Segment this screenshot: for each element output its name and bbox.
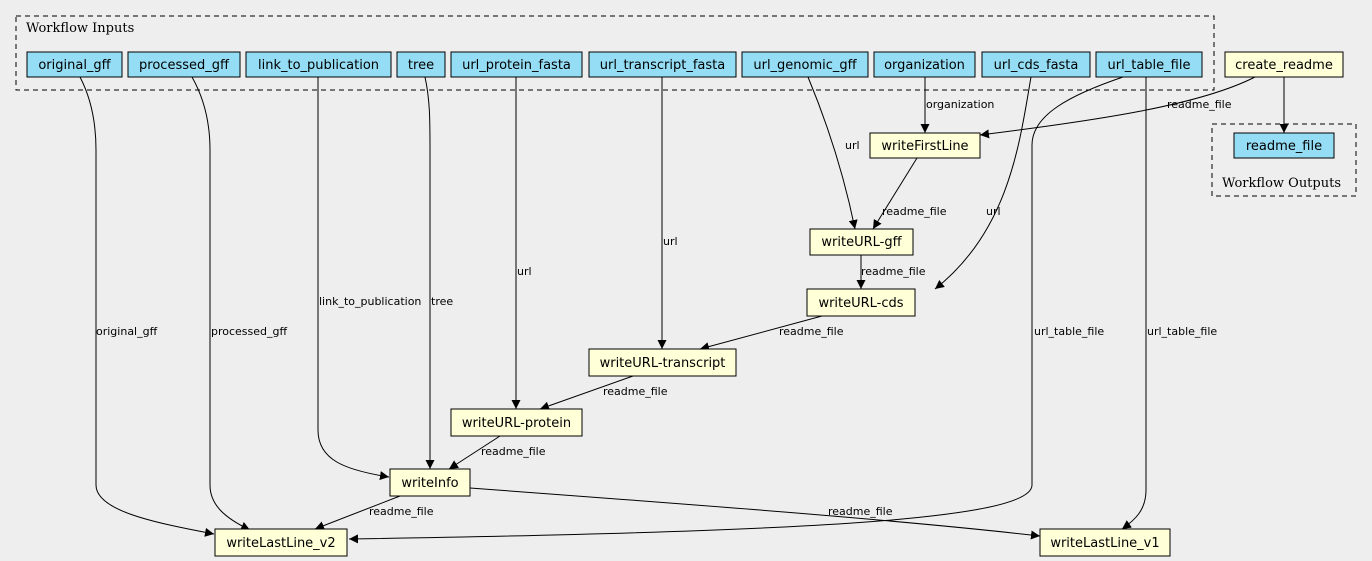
svg-text:writeFirstLine: writeFirstLine xyxy=(881,139,968,154)
input-url-protein-fasta[interactable]: url_protein_fasta xyxy=(450,51,583,78)
edge-label: organization xyxy=(926,98,994,111)
input-url-genomic-gff[interactable]: url_genomic_gff xyxy=(741,51,869,78)
step-writefirstline[interactable]: writeFirstLine xyxy=(869,132,981,159)
svg-text:original_gff: original_gff xyxy=(38,58,111,73)
edge-label: url xyxy=(986,205,1001,218)
input-organization[interactable]: organization xyxy=(873,51,976,78)
edge-label: url_table_file xyxy=(1034,325,1104,338)
input-url-transcript-fasta[interactable]: url_transcript_fasta xyxy=(588,51,737,78)
edge-label: url xyxy=(517,265,532,278)
svg-text:writeURL-transcript: writeURL-transcript xyxy=(600,356,726,371)
svg-text:tree: tree xyxy=(408,58,434,73)
svg-text:organization: organization xyxy=(884,58,965,73)
edge-processed-gff: processed_gff xyxy=(191,76,288,531)
edge-label: readme_file xyxy=(828,505,893,518)
step-writeurl-protein[interactable]: writeURL-protein xyxy=(450,408,583,437)
svg-text:writeInfo: writeInfo xyxy=(401,476,458,491)
edge-url-transcript-fasta: url xyxy=(657,77,678,349)
edge-label: link_to_publication xyxy=(319,295,421,308)
svg-text:link_to_publication: link_to_publication xyxy=(258,58,379,73)
svg-text:writeURL-cds: writeURL-cds xyxy=(818,296,903,311)
svg-text:writeLastLine_v2: writeLastLine_v2 xyxy=(226,536,335,551)
edge-label: readme_file xyxy=(861,265,926,278)
edge-create-readme-writefirstline: readme_file xyxy=(979,76,1256,139)
edge-label: readme_file xyxy=(1167,98,1232,111)
edge-label: readme_file xyxy=(779,325,844,338)
svg-text:url_protein_fasta: url_protein_fasta xyxy=(462,58,571,73)
svg-text:create_readme: create_readme xyxy=(1235,58,1333,73)
edge-url-protein-fasta: url xyxy=(511,77,532,409)
svg-text:readme_file: readme_file xyxy=(1246,139,1322,154)
edge-original-gff: original_gff xyxy=(79,76,215,537)
edge-writeurl-protein-writeinfo: readme_file xyxy=(448,435,546,470)
step-writelastline-v2[interactable]: writeLastLine_v2 xyxy=(214,528,348,557)
edge-writefirstline-writeurl-gff: readme_file xyxy=(872,157,947,230)
edge-label: original_gff xyxy=(96,325,158,338)
edge-writeurl-cds-writeurl-transcript: readme_file xyxy=(699,315,844,351)
edge-label: readme_file xyxy=(369,505,434,518)
edge-link-to-publication: link_to_publication xyxy=(317,77,421,481)
svg-text:writeURL-protein: writeURL-protein xyxy=(462,416,571,431)
input-processed-gff[interactable]: processed_gff xyxy=(127,51,241,78)
step-writeurl-transcript[interactable]: writeURL-transcript xyxy=(588,348,737,377)
edge-url-cds-fasta: url xyxy=(934,76,1032,290)
step-create-readme[interactable]: create_readme xyxy=(1224,51,1344,78)
edge-label: readme_file xyxy=(603,385,668,398)
svg-text:url_cds_fasta: url_cds_fasta xyxy=(994,58,1079,73)
edge-label: readme_file xyxy=(882,205,947,218)
svg-text:writeURL-gff: writeURL-gff xyxy=(821,235,902,250)
edge-writeurl-gff-writeurl-cds: readme_file xyxy=(856,255,926,289)
input-url-table-file[interactable]: url_table_file xyxy=(1095,51,1203,78)
svg-text:processed_gff: processed_gff xyxy=(139,58,230,73)
edge-tree: tree xyxy=(424,76,453,469)
edge-writeinfo-writelastline-v2: readme_file xyxy=(314,495,434,530)
input-original-gff[interactable]: original_gff xyxy=(26,51,123,78)
output-readme-file[interactable]: readme_file xyxy=(1233,132,1335,159)
edge-label: readme_file xyxy=(481,445,546,458)
step-writeurl-gff[interactable]: writeURL-gff xyxy=(809,228,914,256)
workflow-inputs-cluster: Workflow Inputs xyxy=(15,15,1215,91)
input-url-cds-fasta[interactable]: url_cds_fasta xyxy=(981,51,1091,78)
svg-text:url_table_file: url_table_file xyxy=(1108,58,1191,73)
edge-url-genomic-gff: url xyxy=(807,76,860,230)
edge-label: url xyxy=(663,235,678,248)
svg-text:url_genomic_gff: url_genomic_gff xyxy=(753,58,857,73)
edge-url-table-file-v1: url_table_file xyxy=(1121,77,1217,530)
edge-label: tree xyxy=(431,295,453,308)
step-writeinfo[interactable]: writeInfo xyxy=(389,468,471,497)
edge-organization: organization xyxy=(920,77,994,133)
edge-label: url_table_file xyxy=(1147,325,1217,338)
svg-text:writeLastLine_v1: writeLastLine_v1 xyxy=(1050,536,1159,551)
step-writeurl-cds[interactable]: writeURL-cds xyxy=(806,288,916,317)
edge-label: processed_gff xyxy=(211,325,288,338)
edge-label: url xyxy=(845,139,860,152)
workflow-inputs-label: Workflow Inputs xyxy=(26,21,134,36)
svg-text:url_transcript_fasta: url_transcript_fasta xyxy=(600,58,725,73)
step-writelastline-v1[interactable]: writeLastLine_v1 xyxy=(1039,528,1171,557)
edge-url-table-file-v2: url_table_file xyxy=(348,76,1124,544)
edge-writeinfo-writelastline-v1: readme_file xyxy=(469,487,1041,540)
workflow-outputs-label: Workflow Outputs xyxy=(1222,176,1341,191)
input-tree[interactable]: tree xyxy=(396,51,446,78)
input-link-to-publication[interactable]: link_to_publication xyxy=(245,51,392,78)
edge-writeurl-transcript-writeurl-protein: readme_file xyxy=(539,375,668,411)
